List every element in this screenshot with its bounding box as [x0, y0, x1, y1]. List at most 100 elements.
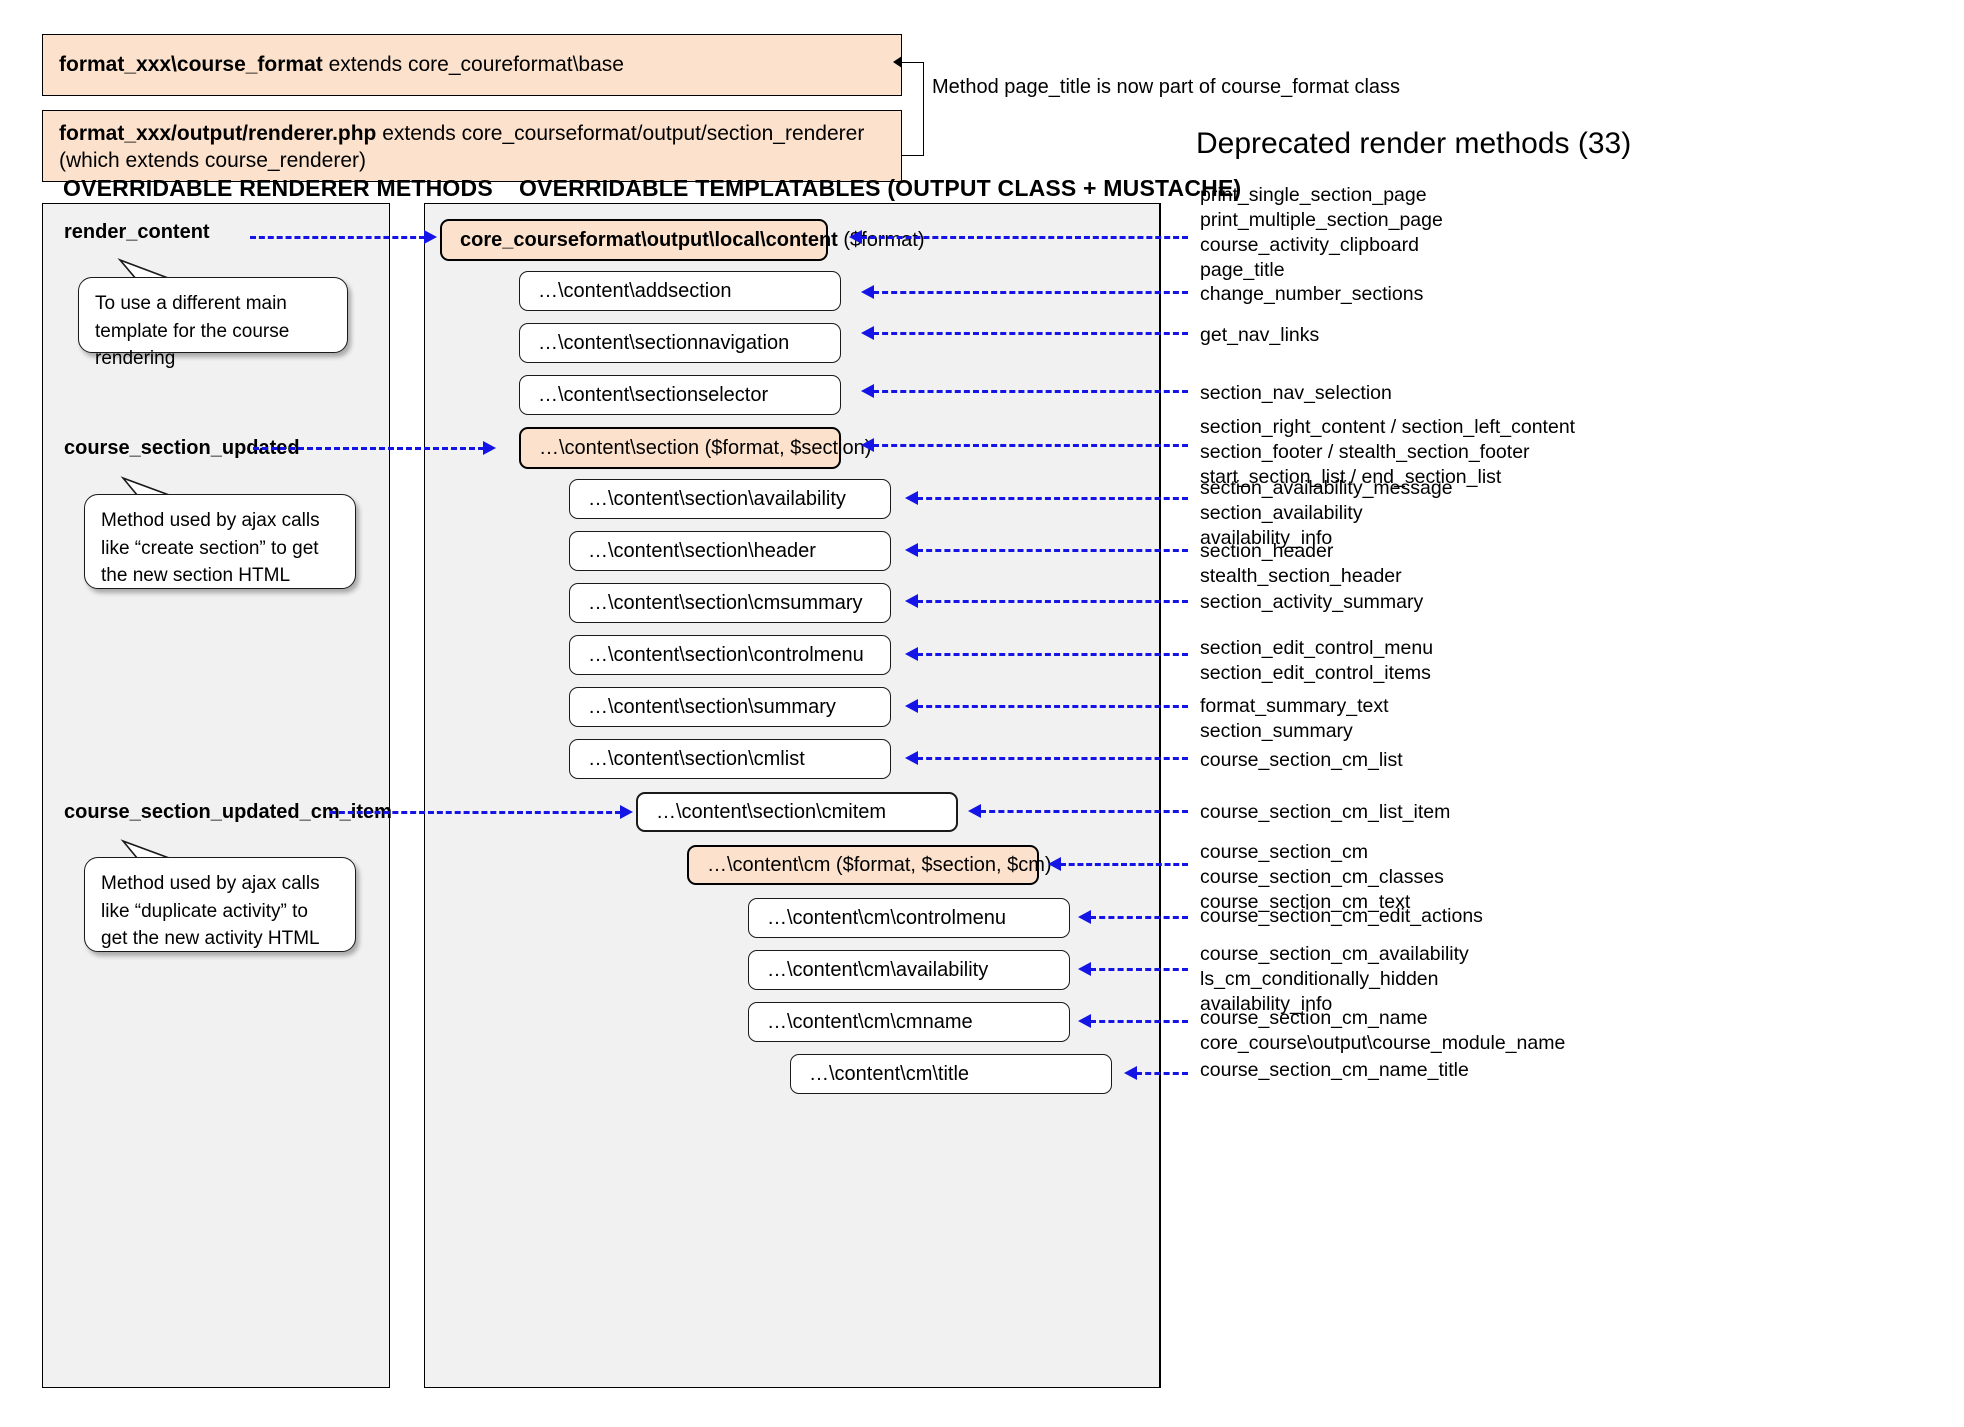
dep-arrow-0-icon	[849, 230, 862, 244]
dep-connector-15	[1090, 1020, 1188, 1023]
templatable-box-cm-title[interactable]: …\content\cm\title	[790, 1054, 1112, 1094]
templatable-11-label: …\content\section\cmitem	[656, 800, 887, 823]
deprecated-methods-title: Deprecated render methods (33)	[1196, 127, 1632, 160]
dep-line: section_footer / stealth_section_footer	[1200, 440, 1530, 463]
dep-line: course_section_cm_list_item	[1200, 801, 1451, 823]
dep-line: print_single_section_page	[1200, 184, 1427, 206]
templatable-box-content[interactable]: core_courseformat\output\local\content (…	[440, 219, 925, 261]
deprecated-group-6: section_header stealth_section_header	[1200, 539, 1402, 589]
templatable-16-label: …\content\cm\title	[809, 1062, 970, 1085]
templatable-box-section-summary[interactable]: …\content\section\summary	[569, 687, 891, 727]
templatable-box-section-cmlist[interactable]: …\content\section\cmlist	[569, 739, 891, 779]
connector-cm-item-arrow-icon	[620, 805, 633, 819]
templatable-2-label: …\content\sectionnavigation	[538, 331, 790, 354]
templatable-box-section-availability[interactable]: …\content\section\availability	[569, 479, 891, 519]
deprecated-group-14: course_section_cm_availability ls_cm_con…	[1200, 942, 1469, 1017]
templatable-box-section-controlmenu[interactable]: …\content\section\controlmenu	[569, 635, 891, 675]
dep-arrow-3-icon	[861, 384, 874, 398]
templatable-box-cm-availability[interactable]: …\content\cm\availability	[748, 950, 1070, 990]
dep-connector-8	[917, 653, 1188, 656]
dep-line: change_number_sections	[1200, 283, 1424, 305]
dep-connector-10	[917, 757, 1188, 760]
dep-line: course_activity_clipboard	[1200, 233, 1419, 256]
header-brace-note: Method page_title is now part of course_…	[932, 76, 1401, 98]
header-box-2-rest: extends core_courseformat/output/section…	[59, 122, 865, 173]
left-panel-title: OVERRIDABLE RENDERER METHODS	[63, 175, 493, 201]
templatable-box-section-header[interactable]: …\content\section\header	[569, 531, 891, 571]
dep-line: core_course\output\course_module_name	[1200, 1031, 1566, 1054]
center-panel-title: OVERRIDABLE TEMPLATABLES (OUTPUT CLASS +…	[519, 175, 1242, 201]
templatable-box-cm-controlmenu[interactable]: …\content\cm\controlmenu	[748, 898, 1070, 938]
templatable-box-sectionnavigation[interactable]: …\content\sectionnavigation	[519, 323, 841, 363]
deprecated-group-0: print_single_section_page print_multiple…	[1200, 183, 1443, 283]
templatable-box-addsection[interactable]: …\content\addsection	[519, 271, 841, 311]
dep-connector-3	[873, 390, 1188, 393]
deprecated-group-2: get_nav_links	[1200, 323, 1319, 348]
deprecated-group-10: course_section_cm_list	[1200, 748, 1403, 773]
dep-connector-9	[917, 705, 1188, 708]
connector-render-content	[250, 236, 425, 239]
header-brace	[902, 62, 924, 156]
templatable-4-label: …\content\section ($format, $section)	[539, 436, 872, 459]
method-label-render-content: render_content	[64, 221, 210, 243]
dep-arrow-16-icon	[1124, 1066, 1137, 1080]
dep-line: course_section_cm_name	[1200, 1007, 1428, 1029]
method-label-course-section-updated: course_section_updated	[64, 437, 300, 459]
dep-arrow-2-icon	[861, 326, 874, 340]
dep-arrow-8-icon	[905, 647, 918, 661]
callout-1-text: To use a different main template for the…	[95, 293, 290, 370]
dep-line: section_availability	[1200, 501, 1363, 524]
templatable-0-bold: core_courseformat\output\local\content	[460, 228, 838, 251]
callout-2-text: Method used by ajax calls like “create s…	[101, 510, 320, 587]
dep-connector-2	[873, 332, 1188, 335]
connector-course-section-updated-arrow-icon	[483, 441, 496, 455]
dep-line: page_title	[1200, 258, 1285, 281]
dep-connector-5	[917, 497, 1188, 500]
dep-line: course_section_cm_list	[1200, 749, 1403, 771]
dep-line: course_section_cm	[1200, 841, 1368, 863]
dep-line: course_section_cm_text	[1200, 890, 1411, 913]
callout-course-section-updated: Method used by ajax calls like “create s…	[84, 494, 356, 589]
dep-arrow-1-icon	[861, 285, 874, 299]
header-box-1-rest: extends core_coureformat\base	[322, 53, 624, 77]
callout-course-section-updated-cm-item: Method used by ajax calls like “duplicat…	[84, 857, 356, 952]
templatable-box-section-cmitem[interactable]: …\content\section\cmitem	[636, 792, 958, 832]
dep-line: course_section_cm_availability	[1200, 943, 1469, 965]
deprecated-group-5: section_availability_message section_ava…	[1200, 476, 1453, 551]
dep-line: course_section_cm_classes	[1200, 865, 1444, 888]
dep-line: course_section_cm_name_title	[1200, 1059, 1469, 1081]
dep-line: availability_info	[1200, 992, 1333, 1015]
deprecated-group-16: course_section_cm_name_title	[1200, 1058, 1469, 1083]
dep-line: format_summary_text	[1200, 695, 1389, 717]
dep-arrow-11-icon	[968, 804, 981, 818]
header-box-2-bold: format_xxx/output/renderer.php	[59, 122, 377, 145]
templatable-box-cm-cmname[interactable]: …\content\cm\cmname	[748, 1002, 1070, 1042]
templatable-box-section-cmsummary[interactable]: …\content\section\cmsummary	[569, 583, 891, 623]
dep-connector-7	[917, 600, 1188, 603]
templatable-box-sectionselector[interactable]: …\content\sectionselector	[519, 375, 841, 415]
templatable-1-label: …\content\addsection	[538, 279, 732, 302]
deprecated-group-11: course_section_cm_list_item	[1200, 800, 1450, 825]
templatable-12-label: …\content\cm ($format, $section, $cm)	[707, 853, 1052, 876]
dep-connector-0	[861, 236, 1188, 239]
dep-connector-16	[1136, 1072, 1188, 1075]
dep-line: availability_info	[1200, 526, 1333, 549]
templatable-13-label: …\content\cm\controlmenu	[767, 906, 1006, 929]
templatable-box-cm[interactable]: …\content\cm ($format, $section, $cm)	[687, 845, 1052, 885]
dep-line: section_summary	[1200, 719, 1353, 742]
dep-line: print_multiple_section_page	[1200, 208, 1443, 231]
templatable-14-label: …\content\cm\availability	[767, 958, 989, 981]
dep-line: get_nav_links	[1200, 324, 1320, 346]
callout-3-text: Method used by ajax calls like “duplicat…	[101, 873, 320, 950]
dep-line: section_edit_control_items	[1200, 661, 1431, 684]
dep-line: section_edit_control_menu	[1200, 637, 1434, 659]
dep-connector-14	[1090, 968, 1188, 971]
dep-line: section_nav_selection	[1200, 382, 1392, 404]
templatable-0-rest: ($format)	[837, 228, 925, 251]
dep-arrow-9-icon	[905, 699, 918, 713]
dep-arrow-5-icon	[905, 491, 918, 505]
templatable-10-label: …\content\section\cmlist	[588, 747, 805, 770]
templatable-box-section[interactable]: …\content\section ($format, $section)	[519, 427, 871, 469]
header-box-1-bold: format_xxx\course_format	[59, 53, 323, 77]
method-label-course-section-updated-cm-item: course_section_updated_cm_item	[64, 801, 392, 823]
